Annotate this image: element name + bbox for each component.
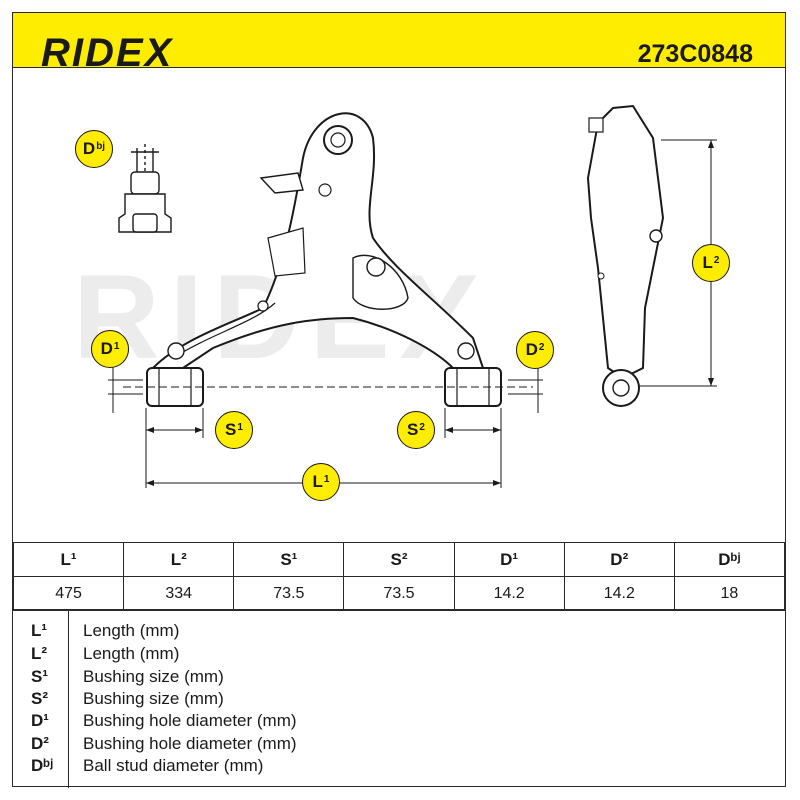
spec-table: L¹ L² S¹ S² D¹ D² Dᵇʲ 475 334 73.5 73.5 … — [12, 542, 786, 611]
legend-row: D² Bushing hole diameter (mm) — [13, 733, 785, 755]
legend-desc: Bushing hole diameter (mm) — [83, 734, 297, 753]
badge-l2-sup: 2 — [713, 254, 720, 266]
legend-row: D¹ Bushing hole diameter (mm) — [13, 710, 785, 732]
legend-row: Dᵇʲ Ball stud diameter (mm) — [13, 755, 785, 777]
part-number: 273C0848 — [637, 40, 753, 68]
legend-key: S² — [31, 689, 48, 708]
badge-d1-sup: 1 — [113, 340, 120, 352]
badge-l1-letter: L — [312, 472, 323, 491]
header-bar: RIDEX 273C0848 — [13, 13, 785, 73]
legend-row: S¹ Bushing size (mm) — [13, 666, 785, 688]
legend-desc: Bushing size (mm) — [83, 667, 224, 686]
badge-dbj-letter: D — [82, 139, 96, 158]
badge-s2-sup: 2 — [419, 421, 425, 433]
legend-key: D¹ — [31, 711, 49, 730]
legend-row: L² Length (mm) — [13, 643, 785, 665]
spec-header-cell: S² — [343, 542, 455, 577]
legend-desc: Bushing hole diameter (mm) — [83, 711, 297, 730]
badge-d1-letter: D — [100, 339, 113, 358]
badge-d2-sup: 2 — [538, 341, 545, 353]
control-arm-drawing: RIDEX — [73, 104, 717, 488]
spec-value-cell: 14.2 — [563, 576, 675, 611]
spec-value-row: 475 334 73.5 73.5 14.2 14.2 18 — [12, 576, 786, 611]
legend-desc: Ball stud diameter (mm) — [83, 756, 264, 775]
badge-l1-sup: 1 — [323, 473, 330, 485]
drawing-frame — [12, 12, 786, 787]
spec-header-cell: S¹ — [233, 542, 345, 577]
control-arm-main — [150, 112, 485, 369]
spec-value-cell: 334 — [123, 576, 235, 611]
spec-value-cell: 475 — [12, 576, 125, 611]
legend-key: L² — [31, 644, 48, 663]
ball-joint-detail — [118, 144, 172, 233]
legend: L¹ Length (mm) L² Length (mm) S¹ Bushing… — [13, 609, 785, 788]
control-arm-side — [586, 104, 665, 407]
badge-d2-letter: D — [525, 340, 538, 359]
spec-value-cell: 73.5 — [233, 576, 345, 611]
badge-dbj-sup: bj — [96, 140, 106, 152]
legend-divider — [68, 610, 69, 788]
legend-desc: Length (mm) — [83, 621, 180, 640]
badge-l2-letter: L — [702, 253, 713, 272]
spec-header-cell: L¹ — [12, 542, 125, 577]
badge-s1-sup: 1 — [237, 421, 243, 433]
spec-header-cell: Dᵇʲ — [673, 542, 786, 577]
legend-desc: Length (mm) — [83, 644, 180, 663]
dimension-arrows — [146, 140, 714, 486]
brand-logo: RIDEX — [41, 31, 174, 75]
spec-value-cell: 14.2 — [453, 576, 565, 611]
badge-s1-letter: S — [225, 420, 237, 439]
legend-key: Dᵇʲ — [31, 756, 54, 775]
spec-header-row: L¹ L² S¹ S² D¹ D² Dᵇʲ — [12, 542, 786, 577]
legend-key: S¹ — [31, 667, 48, 686]
spec-header-cell: L² — [123, 542, 235, 577]
badge-s2-letter: S — [407, 420, 419, 439]
spec-header-cell: D¹ — [453, 542, 565, 577]
legend-row: S² Bushing size (mm) — [13, 688, 785, 710]
legend-desc: Bushing size (mm) — [83, 689, 224, 708]
spec-value-cell: 73.5 — [343, 576, 455, 611]
spec-header-cell: D² — [563, 542, 675, 577]
legend-row: L¹ Length (mm) — [13, 620, 785, 642]
legend-key: D² — [31, 734, 49, 753]
legend-key: L¹ — [31, 621, 48, 640]
spec-value-cell: 18 — [673, 576, 786, 611]
